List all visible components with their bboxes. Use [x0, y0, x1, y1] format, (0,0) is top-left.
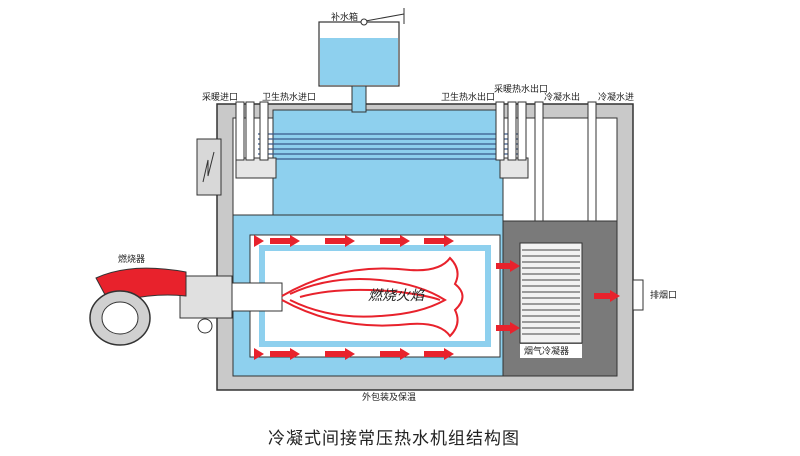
- heating-outlet-label: 采暖热水出口: [494, 83, 548, 95]
- condenser-fins: [522, 249, 580, 335]
- condenser-label-box: [520, 344, 582, 358]
- flue-condenser-label: 烟气冷凝器: [524, 345, 569, 357]
- left-header: [235, 157, 277, 179]
- makeup-feed-pipe: [351, 85, 367, 113]
- sanitary-inlet-label: 卫生热水进口: [262, 91, 316, 103]
- float-valve-icon: [359, 8, 405, 26]
- makeup-tank-water: [320, 38, 398, 85]
- access-panel-symbol: [202, 151, 215, 183]
- burner-label: 燃烧器: [118, 253, 145, 265]
- furnace-inner-wall: [259, 245, 491, 347]
- right-header: [499, 157, 529, 179]
- flame: [281, 256, 464, 338]
- condensate-in-label: 冷凝水进: [598, 91, 634, 103]
- burner-assembly: [89, 267, 283, 346]
- condensate-out-label: 冷凝水出: [544, 91, 580, 103]
- sanitary-outlet-label: 卫生热水出口: [441, 91, 495, 103]
- flame-label: 燃烧火焰: [368, 288, 425, 304]
- right-pipes: [495, 101, 527, 161]
- access-panel: [196, 138, 222, 196]
- heating-inlet-label: 采暖进口: [202, 91, 238, 103]
- makeup-tank-label: 补水箱: [331, 11, 358, 23]
- insulation-label: 外包装及保温: [362, 391, 416, 403]
- flue-gas-arrows: [254, 235, 620, 360]
- upper-water-tank: [272, 109, 504, 229]
- flue-condenser-core: [519, 242, 583, 344]
- exhaust-label: 排烟口: [650, 289, 677, 301]
- left-pipes: [235, 101, 269, 161]
- diagram-caption: 冷凝式间接常压热水机组结构图: [268, 429, 520, 449]
- heat-exchange-coil: [258, 133, 518, 160]
- exhaust-outlet: [632, 279, 644, 311]
